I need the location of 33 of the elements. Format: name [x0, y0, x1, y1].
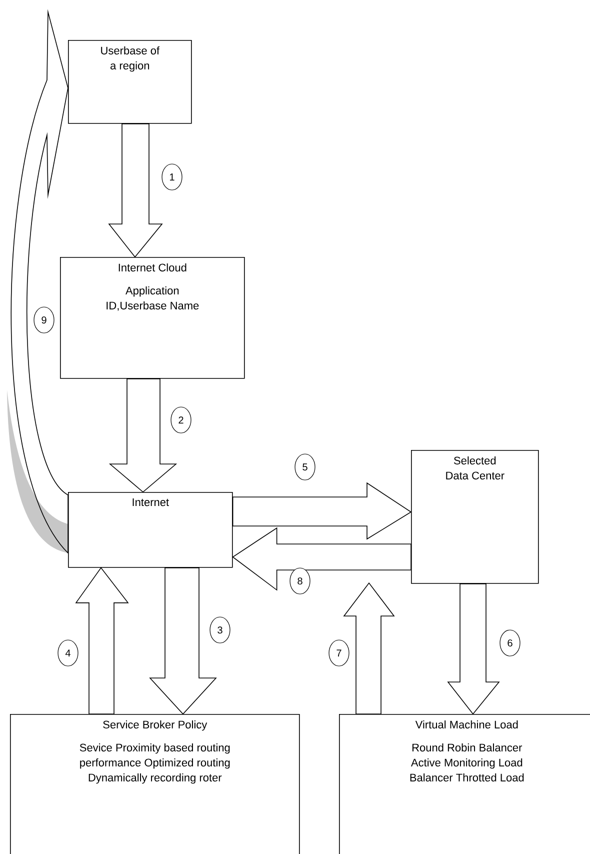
block-arrow — [149, 567, 217, 715]
process-box — [411, 450, 539, 584]
edge-label: 5 — [294, 454, 316, 480]
box-text: Selected Data Center — [446, 456, 504, 480]
edge-label: 1 — [162, 164, 182, 190]
block-arrow — [108, 123, 163, 258]
block-arrow — [343, 582, 395, 714]
process-box — [68, 40, 192, 124]
process-box — [68, 492, 233, 568]
block-arrow — [108, 378, 178, 493]
curved-block-arrow — [10, 12, 68, 554]
process-box — [339, 714, 590, 854]
box-text: Sevice Proximity based routing performance Optimized routing Dynamically recording roter — [80, 743, 230, 784]
box-text: Userbase of a region — [101, 46, 160, 72]
process-box — [60, 257, 245, 379]
edge-label: 3 — [210, 616, 230, 644]
box-text: Round Robin Balancer Active Monitoring Load Balancer Throtted Load — [410, 743, 524, 782]
block-arrow — [447, 583, 500, 715]
box-text: Internet — [132, 498, 169, 506]
process-box — [10, 714, 300, 854]
block-arrow — [232, 527, 412, 591]
box-heading: Virtual Machine Load — [415, 720, 518, 728]
edge-label: 2 — [170, 406, 192, 434]
edge-label: 4 — [58, 640, 78, 666]
box-heading: Internet Cloud — [118, 263, 186, 272]
edge-label: 8 — [290, 568, 310, 594]
edge-label: 6 — [500, 630, 520, 656]
box-text: Application ID,Userbase Name — [106, 286, 199, 311]
block-arrow — [232, 482, 412, 540]
edge-label: 9 — [34, 306, 54, 334]
box-heading: Service Broker Policy — [103, 720, 208, 731]
block-arrow — [75, 567, 129, 714]
edge-label: 7 — [328, 640, 350, 666]
